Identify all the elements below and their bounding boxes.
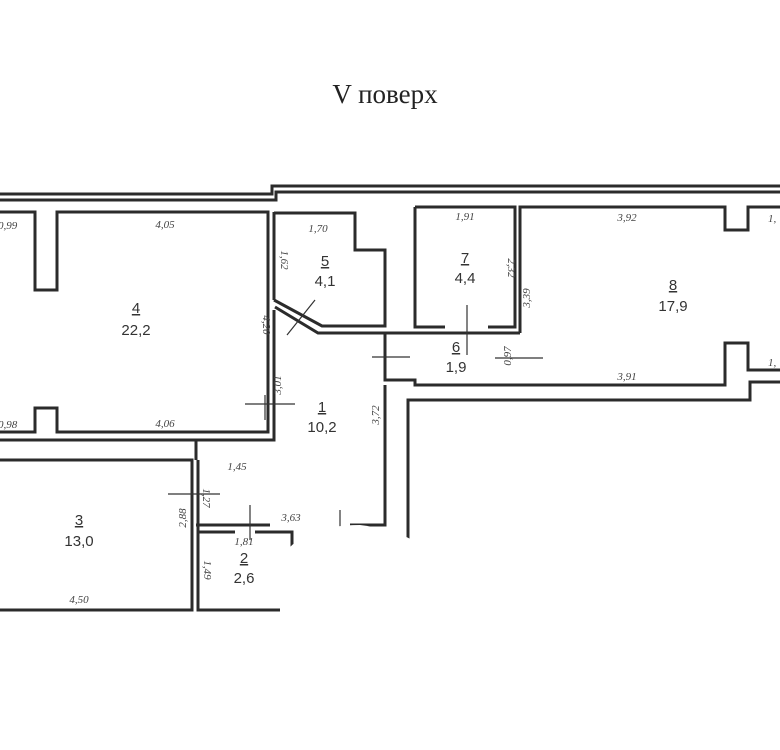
room-1-number: 1 [318, 399, 326, 416]
dimension-labels: 4,05 4,06 0,99 0,98 4,20 1,70 1,62 3,01 … [0, 211, 777, 606]
dim: 3,72 [370, 405, 382, 426]
dim: 1,49 [201, 560, 213, 580]
dim: 0,98 [0, 419, 18, 431]
door-marks [168, 299, 543, 540]
dim: 1,91 [455, 211, 474, 223]
walls [0, 184, 780, 612]
room-2-area: 2,6 [234, 570, 255, 587]
dim: 0,99 [0, 220, 18, 232]
dim: 3,01 [272, 375, 284, 395]
dim: 1,45 [227, 461, 247, 473]
dim: 4,06 [155, 418, 175, 430]
dim: 2,88 [177, 508, 189, 528]
room-3-number: 3 [75, 512, 83, 529]
dim: 1, [768, 357, 777, 369]
dim: 3,63 [280, 512, 301, 524]
dim: 2,32 [505, 258, 517, 278]
dim: 4,05 [155, 219, 175, 231]
floor-title: V поверх [332, 79, 438, 109]
dim: 4,20 [260, 315, 272, 335]
room-2-number: 2 [240, 550, 248, 567]
room-4-number: 4 [132, 300, 140, 317]
room-labels: 1 10,2 2 2,6 3 13,0 4 22,2 5 4,1 6 1,9 7… [64, 250, 687, 587]
dim: 1,70 [308, 223, 328, 235]
dim: 3,39 [521, 288, 533, 309]
room-1-area: 10,2 [307, 419, 336, 436]
dim: 1,81 [234, 536, 253, 548]
dim: 3,92 [616, 212, 637, 224]
room-5-number: 5 [321, 253, 329, 270]
dim: 1,27 [200, 488, 212, 508]
room-5-area: 4,1 [315, 273, 336, 290]
room-7-number: 7 [461, 250, 469, 267]
dim: 1, [768, 213, 777, 225]
room-4-area: 22,2 [121, 322, 150, 339]
room-3-area: 13,0 [64, 533, 93, 550]
room-8-number: 8 [669, 277, 677, 294]
dim: 4,50 [69, 594, 89, 606]
room-7-area: 4,4 [455, 270, 476, 287]
dim: 1,62 [278, 250, 290, 270]
dim: 0,97 [502, 346, 514, 366]
room-6-number: 6 [452, 339, 460, 356]
blank-region [280, 525, 420, 640]
dim: 3,91 [616, 371, 636, 383]
room-6-area: 1,9 [446, 359, 467, 376]
room-8-area: 17,9 [658, 298, 687, 315]
